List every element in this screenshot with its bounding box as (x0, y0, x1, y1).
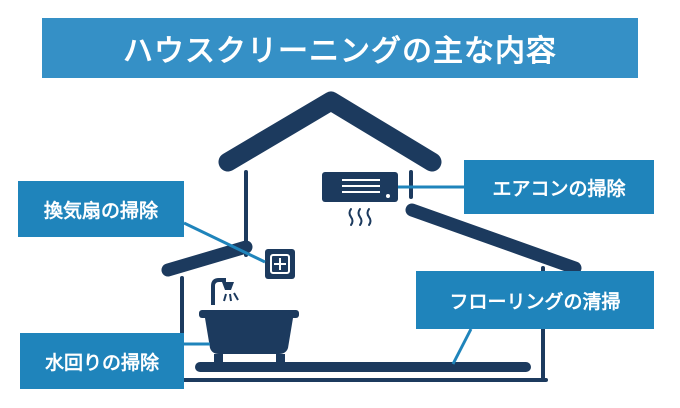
label-fan-cleaning: 換気扇の掃除 (18, 181, 184, 237)
air-conditioner-icon (322, 172, 398, 202)
heat-waves-icon (348, 208, 372, 226)
leader-line-floor (451, 328, 473, 365)
label-bath-text: 水回りの掃除 (44, 351, 159, 374)
shower-icon (211, 278, 239, 305)
ventilation-fan-icon (265, 249, 295, 279)
page-title: ハウスクリーニングの主な内容 (123, 34, 557, 69)
leader-lines (183, 185, 473, 365)
label-aircon-text: エアコンの掃除 (492, 177, 626, 200)
label-bath-cleaning: 水回りの掃除 (20, 333, 184, 389)
leader-line-fan (183, 221, 266, 264)
title-banner: ハウスクリーニングの主な内容 (42, 18, 638, 78)
label-flooring-text: フローリングの清掃 (449, 290, 621, 313)
bathtub-icon (199, 310, 299, 362)
label-flooring-cleaning: フローリングの清掃 (416, 271, 654, 329)
label-aircon-cleaning: エアコンの掃除 (464, 160, 654, 214)
label-fan-text: 換気扇の掃除 (43, 199, 158, 222)
